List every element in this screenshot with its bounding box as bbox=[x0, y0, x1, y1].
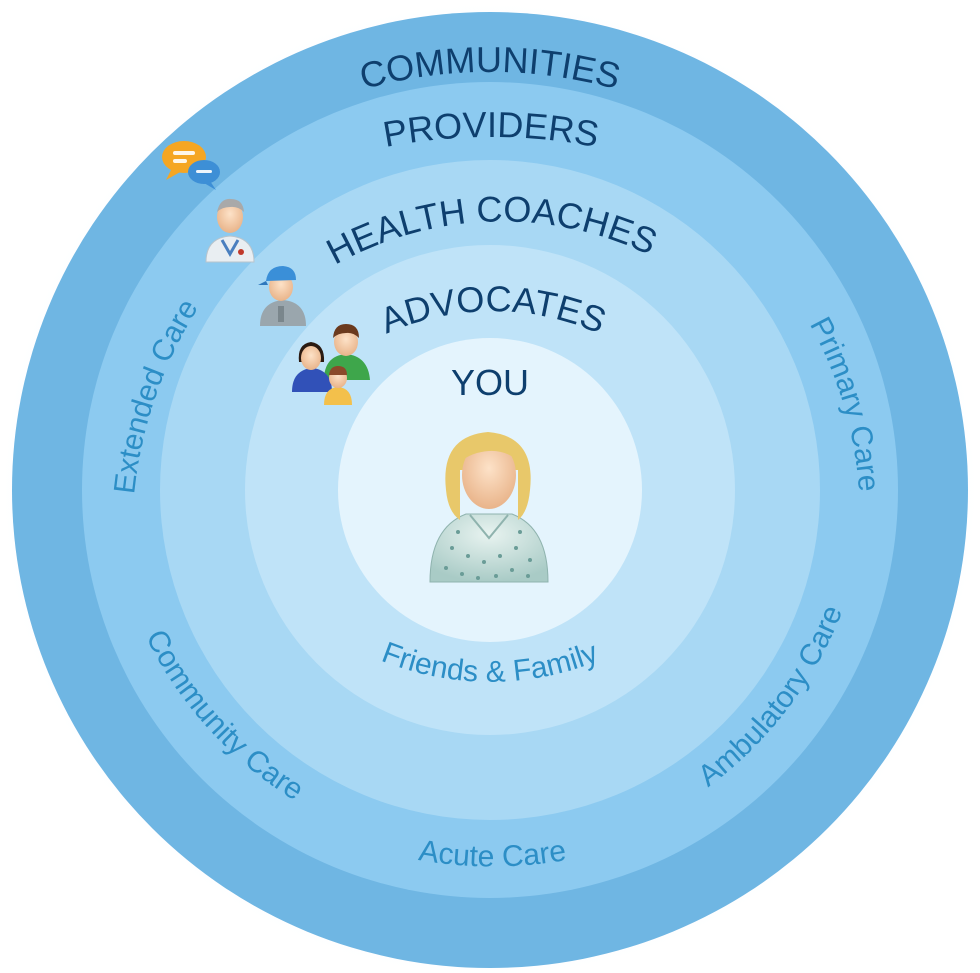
family-icon bbox=[292, 324, 370, 405]
label-acute-care: Acute Care bbox=[417, 834, 569, 873]
chat-bubbles-icon bbox=[162, 141, 220, 190]
patient-icon bbox=[429, 432, 549, 583]
doctor-icon bbox=[205, 198, 255, 263]
label-you: YOU bbox=[451, 362, 529, 403]
health-coach-icon bbox=[258, 266, 306, 326]
